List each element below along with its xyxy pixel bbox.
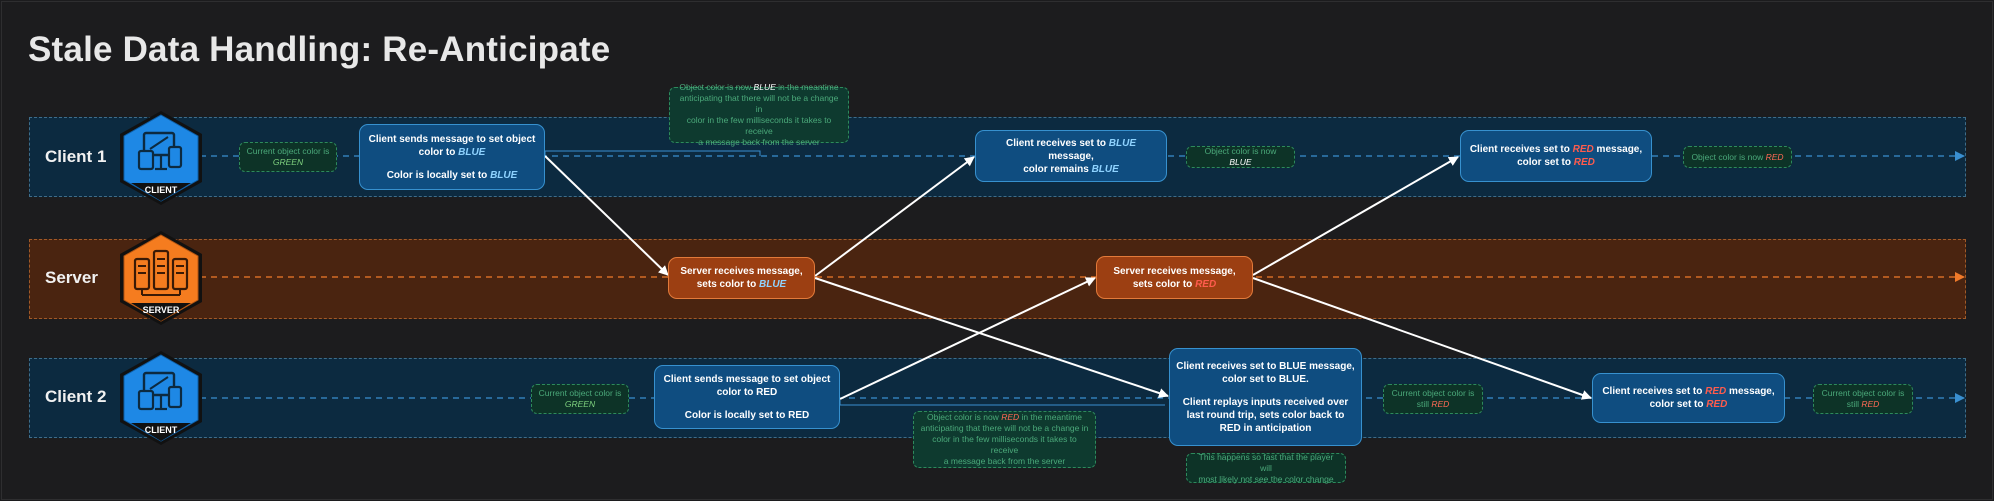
- lane-label-client-2: Client 2: [45, 387, 107, 406]
- svg-text:SERVER: SERVER: [143, 305, 180, 315]
- client-1-anticipation-note: Object color is now BLUE in the meantime…: [669, 82, 849, 147]
- arrow-server-to-client1-red: [1252, 156, 1459, 276]
- arrow-server-to-client2-blue: [814, 277, 1169, 398]
- svg-text:CLIENT: CLIENT: [145, 185, 178, 195]
- lane-label-server: Server: [45, 268, 98, 287]
- arrow-server-to-client1-blue: [814, 156, 975, 277]
- client-1-send-blue-box: Client sends message to set object color…: [359, 124, 545, 190]
- client-1-badge: CLIENT: [117, 109, 205, 212]
- client-1-receive-red-box: Client receives set to RED message, colo…: [1460, 130, 1652, 182]
- server-receive-blue-box: Server receives message, sets color to B…: [668, 257, 815, 299]
- client-1-final-color-note: Object color is now RED: [1683, 146, 1792, 168]
- arrow-client1-to-server: [544, 155, 669, 276]
- svg-text:CLIENT: CLIENT: [145, 425, 178, 435]
- client-1-initial-color-note: Current object color is GREEN: [239, 142, 337, 172]
- client-1-now-blue-note: Object color is now BLUE: [1186, 146, 1295, 168]
- client-2-receive-blue-box: Client receives set to BLUE message, col…: [1169, 348, 1362, 446]
- client-2-still-red-note: Current object color is still RED: [1383, 384, 1483, 414]
- lane-server: [29, 239, 1966, 319]
- client-devices-icon: CLIENT: [120, 351, 202, 445]
- server-racks-icon: SERVER: [120, 231, 202, 325]
- server-receive-red-box: Server receives message, sets color to R…: [1096, 256, 1253, 299]
- client-2-final-color-note: Current object color is still RED: [1813, 384, 1913, 414]
- server-badge: SERVER: [117, 229, 205, 332]
- client-2-receive-red-box: Client receives set to RED message, colo…: [1592, 373, 1785, 423]
- lane-label-client-1: Client 1: [45, 147, 107, 166]
- arrow-server-to-client2-red: [1252, 277, 1592, 400]
- client-2-send-red-box: Client sends message to set object color…: [654, 365, 840, 429]
- client-devices-icon: CLIENT: [120, 111, 202, 205]
- client-2-footnote: This happens so fast that the player wil…: [1186, 452, 1346, 484]
- arrow-client2-to-server: [839, 277, 1096, 400]
- client-2-initial-color-note: Current object color is GREEN: [531, 384, 629, 414]
- client-2-badge: CLIENT: [117, 349, 205, 452]
- client-2-anticipation-note: Object color is now RED in the meantime …: [913, 411, 1096, 468]
- client-1-receive-blue-box: Client receives set to BLUE message, col…: [975, 130, 1167, 182]
- page-title: Stale Data Handling: Re-Anticipate: [28, 30, 611, 69]
